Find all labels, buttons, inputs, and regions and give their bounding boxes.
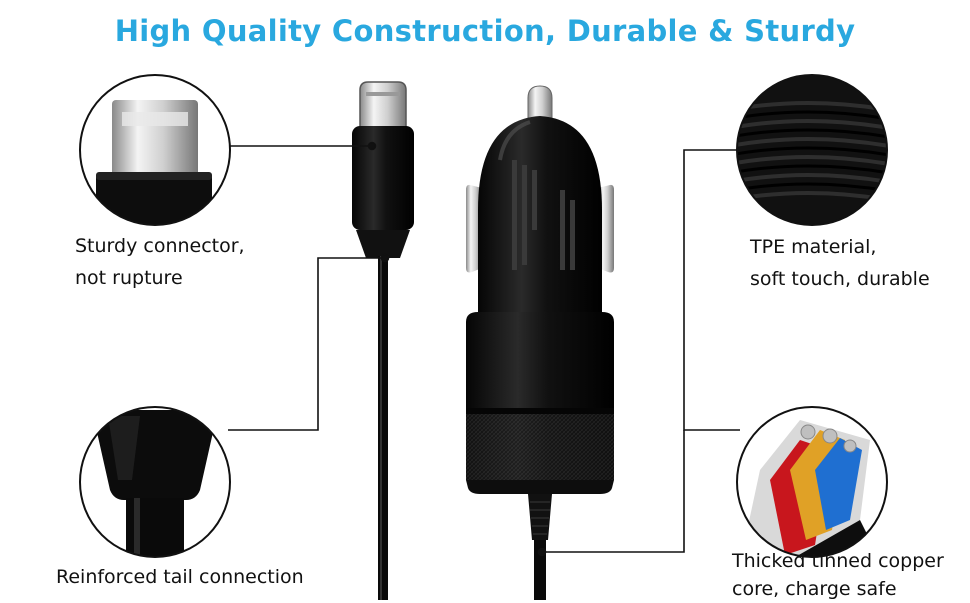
- car-charger: [466, 85, 614, 600]
- feature-text-line1: Sturdy connector,: [75, 235, 245, 257]
- callout-lines: [228, 141, 740, 557]
- feature-label-copper: Thicked tinned copper core, charge safe: [732, 547, 944, 603]
- usb-c-connector-closeup: [79, 74, 231, 226]
- feature-label-tail: Reinforced tail connection: [56, 561, 304, 593]
- cable-tail-closeup: [79, 406, 231, 558]
- usb-c-cable: [352, 81, 414, 600]
- feature-label-tpe: TPE material, soft touch, durable: [750, 231, 930, 295]
- feature-text-line2: not rupture: [75, 267, 183, 289]
- copper-core-closeup: [736, 406, 888, 558]
- feature-text-line1: Reinforced tail connection: [56, 566, 304, 588]
- feature-text-line2: soft touch, durable: [750, 268, 930, 290]
- feature-text-line2: core, charge safe: [732, 578, 897, 600]
- page-title: High Quality Construction, Durable & Stu…: [114, 14, 856, 48]
- coiled-cable-closeup: [736, 74, 888, 226]
- feature-text-line1: TPE material,: [750, 236, 877, 258]
- feature-text-line1: Thicked tinned copper: [732, 550, 944, 572]
- feature-label-connector: Sturdy connector, not rupture: [75, 230, 245, 294]
